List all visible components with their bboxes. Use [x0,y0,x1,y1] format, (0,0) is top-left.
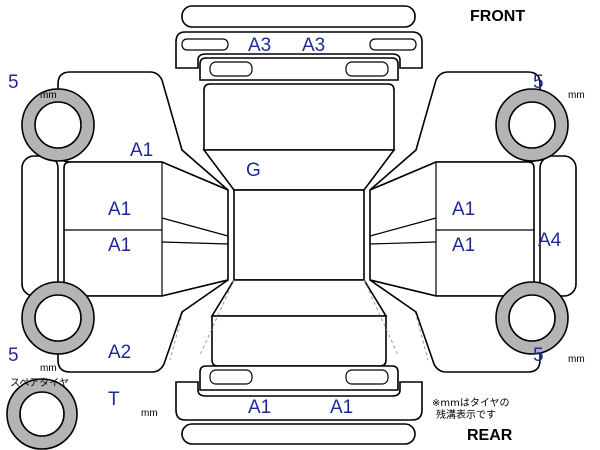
code-left-rear-quarter: A2 [108,342,131,363]
code-left-front-door: A1 [108,199,131,220]
rear-guide-lines [169,279,429,361]
right-window-line-2 [369,241,437,245]
front-label: FRONT [470,8,525,25]
code-rear-bumper-left: A1 [248,397,271,418]
spare-unit: mm [141,408,158,419]
rear-bumper [175,381,423,421]
code-left-rear-door: A1 [108,235,131,256]
spare-tread-depth: T [108,389,120,410]
front-right-tread-depth: 5 [533,72,544,93]
code-right-front-door: A1 [452,199,475,220]
rear-window [210,279,388,317]
code-front-bumper-left: A3 [248,35,271,56]
note-line-1: ※mmはタイヤの [432,397,510,409]
left-window-line-1 [161,217,229,237]
note-line-2: 残溝表示です [436,408,496,421]
rear-left-tire-icon [21,281,95,355]
trunk-lid [211,315,387,367]
front-grille [199,57,399,81]
rear-right-tire-icon [495,281,569,355]
front-left-tire-icon [21,88,95,162]
rear-left-tread-depth: 5 [8,345,19,366]
rear-panel [199,365,399,391]
rear-right-unit: mm [568,354,585,365]
rear-bumper-bar [181,423,416,445]
rear-right-lamp [345,369,389,385]
right-window-line-1 [369,217,437,237]
code-front-bumper-right: A3 [302,35,325,56]
spare-tire-icon [6,378,78,450]
rear-label: REAR [467,427,513,444]
left-rocker-panel [21,155,59,297]
front-left-headlamp [209,61,253,77]
front-bumper [175,31,423,69]
rear-right-tread-depth: 5 [533,345,544,366]
roof [233,189,365,281]
front-right-headlamp [345,61,389,77]
left-window-line-2 [161,241,229,245]
code-left-front-fender: A1 [130,140,153,161]
code-right-rear-quarter: A4 [538,230,562,251]
windshield [202,149,396,191]
code-hood: G [246,160,261,181]
front-bumper-bar [181,5,416,28]
spare-tire-label: スペアタイヤ [10,377,69,389]
front-right-tire-icon [495,88,569,162]
hood [203,83,395,151]
front-left-unit: mm [40,90,57,101]
right-rocker-panel [539,155,577,297]
rear-left-lamp [209,369,253,385]
front-right-unit: mm [568,90,585,101]
front-right-fog-lamp [369,38,417,51]
rear-left-unit: mm [40,363,57,374]
code-rear-bumper-right: A1 [330,397,353,418]
front-left-fog-lamp [181,38,229,51]
front-left-tread-depth: 5 [8,72,19,93]
code-right-rear-door: A1 [452,235,475,256]
